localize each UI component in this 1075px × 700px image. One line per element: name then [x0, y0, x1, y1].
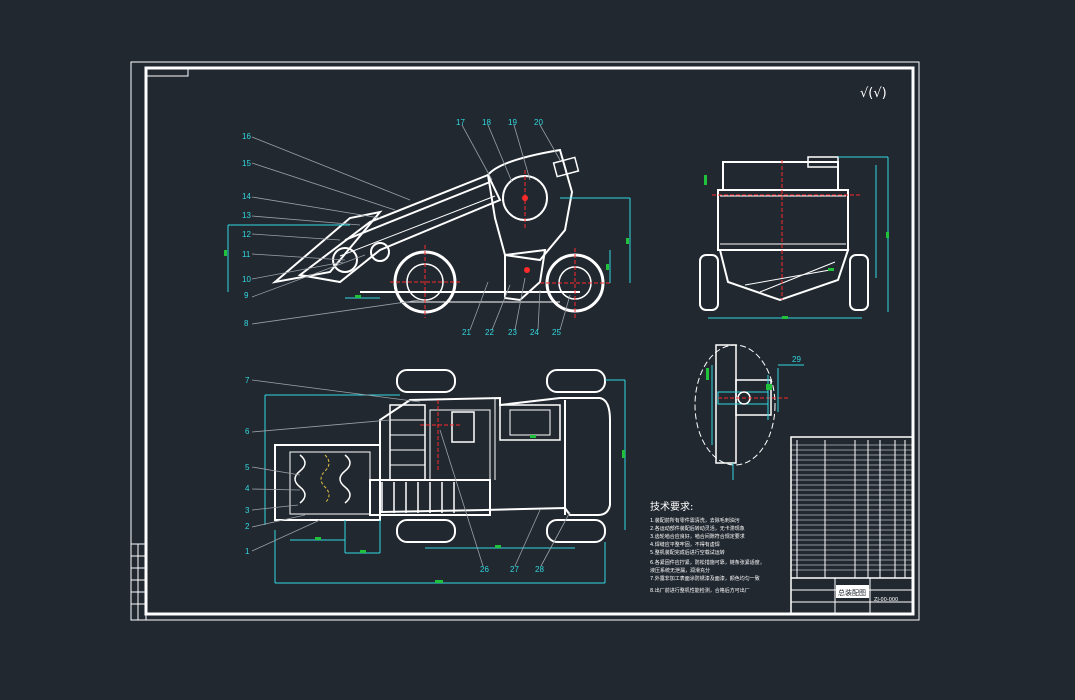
svg-text:10: 10: [242, 275, 251, 284]
svg-text:9: 9: [244, 291, 249, 300]
svg-text:6: 6: [245, 427, 250, 436]
svg-text:3.齿轮啮合应良好，啮合间隙符合规定要求: 3.齿轮啮合应良好，啮合间隙符合规定要求: [650, 533, 745, 540]
svg-text:6.各紧固件应拧紧，防松措施可靠，链条张紧适度，: 6.各紧固件应拧紧，防松措施可靠，链条张紧适度，: [650, 559, 765, 566]
svg-text:8: 8: [244, 319, 249, 328]
parts-list: [790, 436, 914, 615]
svg-text:3: 3: [245, 506, 250, 515]
svg-text:25: 25: [552, 328, 561, 337]
svg-text:7: 7: [245, 376, 250, 385]
surface-finish-mark: √(√): [860, 86, 887, 101]
inner-border: [144, 66, 915, 616]
svg-text:29: 29: [792, 355, 801, 364]
svg-text:24: 24: [530, 328, 539, 337]
svg-text:16: 16: [242, 132, 251, 141]
tech-requirements: 技术要求: 1.装配前所有零件需清洗，去除毛刺油污 2.各运动部件装配后转动灵活…: [650, 500, 765, 594]
svg-text:18: 18: [482, 118, 491, 127]
svg-text:2.各运动部件装配后转动灵活，无卡滞现象: 2.各运动部件装配后转动灵活，无卡滞现象: [650, 525, 745, 532]
title-block-drawing-no: ZJ-00-000: [874, 597, 898, 603]
svg-text:21: 21: [462, 328, 471, 337]
top-view: [251, 369, 626, 584]
svg-text:15: 15: [242, 159, 251, 168]
svg-text:28: 28: [535, 565, 544, 574]
svg-text:11: 11: [242, 250, 251, 259]
side-view: [224, 124, 631, 331]
svg-text:1: 1: [245, 547, 250, 556]
title-block: 总装配图 ZJ-00-000: [791, 578, 913, 614]
svg-text:22: 22: [485, 328, 494, 337]
svg-text:12: 12: [242, 230, 251, 239]
front-view: [699, 156, 889, 319]
svg-text:5.整机装配完成后进行空载试运转: 5.整机装配完成后进行空载试运转: [650, 549, 725, 556]
svg-text:27: 27: [510, 565, 519, 574]
svg-text:7.外露非加工表面涂防锈漆及面漆，颜色均匀一致: 7.外露非加工表面涂防锈漆及面漆，颜色均匀一致: [650, 575, 760, 582]
side-view-part-labels: 16 15 14 13 12 11 10 9 8 17 18 19 20 21 …: [242, 118, 561, 337]
svg-text:26: 26: [480, 565, 489, 574]
svg-text:20: 20: [534, 118, 543, 127]
svg-text:液压系统无泄漏，润滑充分: 液压系统无泄漏，润滑充分: [650, 567, 710, 574]
svg-text:19: 19: [508, 118, 517, 127]
svg-text:5: 5: [245, 463, 250, 472]
top-view-part-labels: 7 6 5 4 3 2 1 26 27 28: [245, 376, 544, 574]
svg-text:4: 4: [245, 484, 250, 493]
binding-strip: [130, 543, 147, 621]
svg-text:4.焊缝应平整牢固，不得有虚焊: 4.焊缝应平整牢固，不得有虚焊: [650, 541, 720, 548]
detail-view: 29: [694, 344, 804, 480]
svg-text:23: 23: [508, 328, 517, 337]
svg-text:1.装配前所有零件需清洗，去除毛刺油污: 1.装配前所有零件需清洗，去除毛刺油污: [650, 517, 740, 524]
svg-text:17: 17: [456, 118, 465, 127]
outer-border: [130, 61, 920, 621]
tech-requirements-heading: 技术要求:: [650, 500, 693, 513]
svg-text:2: 2: [245, 522, 250, 531]
title-block-title: 总装配图: [838, 588, 866, 597]
corner-code-box: [145, 67, 189, 77]
svg-text:14: 14: [242, 192, 251, 201]
svg-text:13: 13: [242, 211, 251, 220]
svg-text:8.出厂前进行整机性能检测，合格后方可出厂: 8.出厂前进行整机性能检测，合格后方可出厂: [650, 587, 750, 594]
